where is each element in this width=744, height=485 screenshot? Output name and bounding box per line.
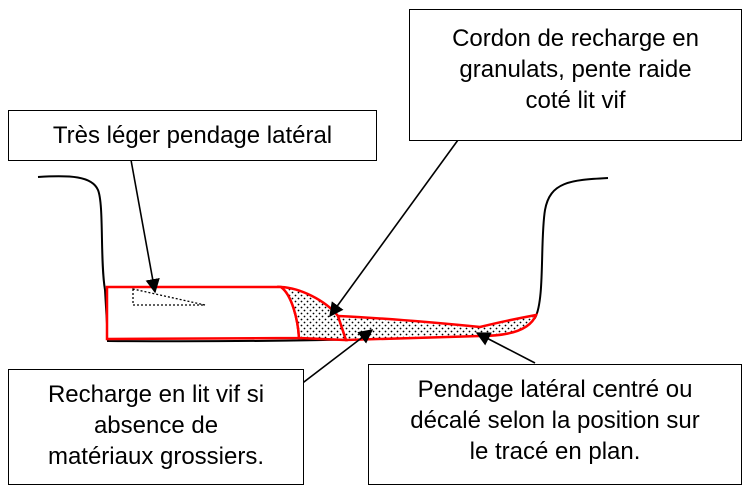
callout-pendage-leger: Très léger pendage latéral (8, 110, 377, 161)
callout-recharge-line-2: absence de (93, 412, 219, 439)
callout-cordon-line-3: coté lit vif (525, 87, 626, 114)
callout-pendage-centre-line-1: Pendage latéral centré ou (417, 376, 693, 403)
callout-recharge-line-1: Recharge en lit vif si (47, 381, 265, 408)
callout-recharge-line-3: matériaux grossiers. (47, 443, 265, 470)
channel-recharge-layer (336, 313, 539, 342)
callout-cordon: Cordon de recharge en granulats, pente r… (409, 9, 742, 141)
callout-recharge: Recharge en lit vif si absence de matéri… (8, 369, 304, 485)
callout-pendage-centre: Pendage latéral centré ou décalé selon l… (368, 364, 742, 485)
bench-fill-block (105, 285, 301, 341)
arrow-cordon (329, 139, 459, 318)
lateral-slope-wedge (132, 288, 206, 306)
callout-pendage-centre-line-3: le tracé en plan. (469, 438, 641, 465)
callout-cordon-line-2: granulats, pente raide (459, 56, 692, 83)
callout-pendage-centre-line-2: décalé selon la position sur (410, 407, 700, 434)
callout-pendage-leger-text: Très léger pendage latéral (52, 122, 333, 149)
arrow-recharge (299, 329, 374, 386)
callout-cordon-line-1: Cordon de recharge en (452, 25, 699, 52)
arrow-lateral-centered (475, 332, 536, 364)
arrow-lateral-slope (130, 159, 160, 294)
